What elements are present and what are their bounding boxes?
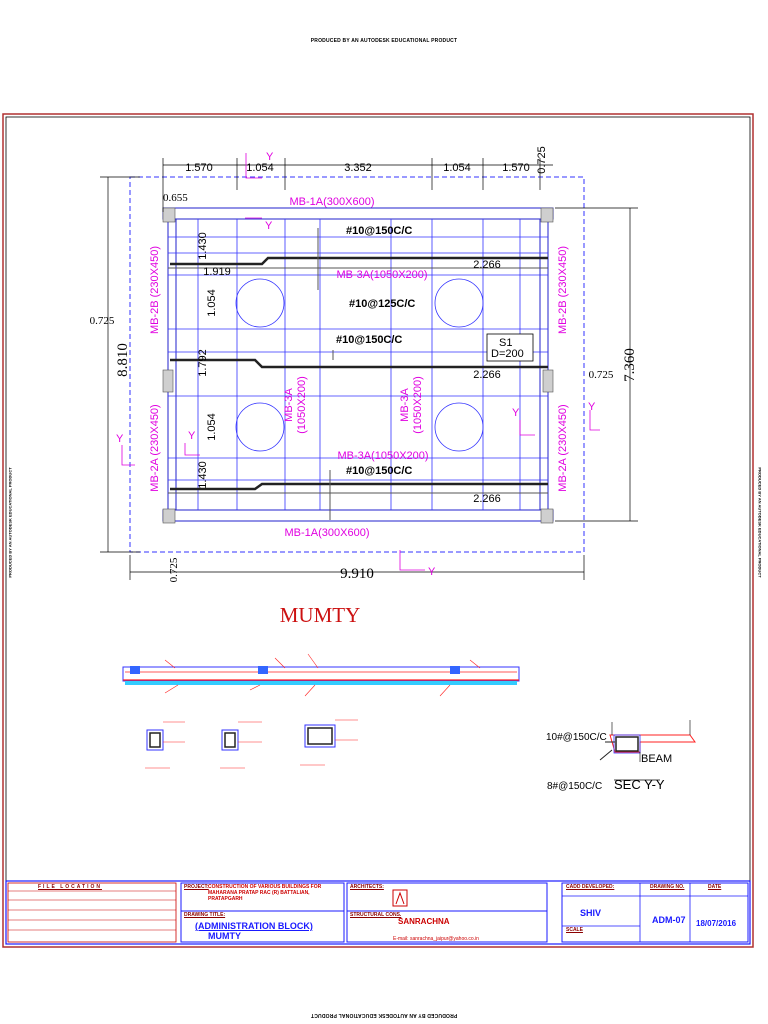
tb-drawing-no: ADM-07 <box>652 915 686 925</box>
label-beam-top: MB-1A(300X600) <box>290 196 375 208</box>
section-title: SEC Y-Y <box>614 777 665 792</box>
y-mark-2: Y <box>265 220 273 232</box>
dim-1792: 1.792 <box>197 349 209 377</box>
dim-0725-left: 0.725 <box>90 315 115 327</box>
dim-1430-top: 1.430 <box>197 232 209 260</box>
dim-0655: 0.655 <box>163 192 188 204</box>
label-rebar-2: #10@125C/C <box>349 298 415 310</box>
label-beam-3a-v1-b: (1050X200) <box>296 376 308 434</box>
dim-top-5: 1.570 <box>502 162 530 174</box>
tb-drawing-title-label: DRAWING TITLE: <box>184 912 226 918</box>
tb-architects-label: ARCHITECTS: <box>350 884 384 890</box>
tb-project-text: CONSTRUCTION OF VARIOUS BUILDINGS FOR MA… <box>208 884 322 902</box>
dim-top-3: 3.352 <box>344 162 372 174</box>
dim-0725-bottom: 0.725 <box>168 557 180 582</box>
slab-outline <box>129 176 585 553</box>
label-beam-3a-top: MB-3A(1050X200) <box>336 269 427 281</box>
slab-tag-s1: S1 <box>499 337 512 349</box>
title-block <box>5 880 751 945</box>
dim-top-2: 1.054 <box>246 162 274 174</box>
dim-2266-b: 2.266 <box>473 369 501 381</box>
label-beam-2a-right: MB-2A (230X450) <box>557 404 569 491</box>
y-mark-3: Y <box>116 433 124 445</box>
y-mark-1: Y <box>266 151 274 163</box>
tb-drawing-title-1: (ADMINISTRATION BLOCK) <box>195 921 313 931</box>
dim-2266-c: 2.266 <box>473 493 501 505</box>
tb-scale-label: SCALE <box>566 927 583 933</box>
tb-date-label: DATE <box>708 884 722 890</box>
y-mark-7: Y <box>428 566 436 578</box>
dim-top-4: 1.054 <box>443 162 471 174</box>
slab-tag-d: D=200 <box>491 348 524 360</box>
tb-structural-label: STRUCTURAL CONS. <box>350 912 402 918</box>
beam-bottom <box>162 509 554 522</box>
tb-drawing-title-2: MUMTY <box>208 931 241 941</box>
dim-total-height: 8.810 <box>115 343 131 377</box>
label-beam-2a-left: MB-2A (230X450) <box>149 404 161 491</box>
tb-structural-email: E-mail: sanrachna_jaipur@yahoo.co.in <box>393 936 479 942</box>
tb-developed-by: SHIV <box>580 908 602 918</box>
sheet-border <box>2 113 754 948</box>
beam-details <box>145 719 358 769</box>
section-yy <box>599 720 696 781</box>
dim-0725-right: 0.725 <box>589 369 614 381</box>
mumty-plan: 1.570 1.054 3.352 1.054 1.570 0.725 0.65… <box>90 146 638 582</box>
dim-2266-a: 2.266 <box>473 259 501 271</box>
label-beam-2b-right: MB-2B (230X450) <box>557 246 569 334</box>
beam-top <box>162 207 554 220</box>
label-beam-3a-v2-b: (1050X200) <box>412 376 424 434</box>
label-beam-3a-bottom: MB-3A(1050X200) <box>337 450 428 462</box>
y-mark-5: Y <box>512 407 520 419</box>
dim-1919: 1.919 <box>203 266 231 278</box>
stamp-top: PRODUCED BY AN AUTODESK EDUCATIONAL PROD… <box>310 38 458 44</box>
tb-developed-label: CADD DEVELOPED: <box>566 884 615 890</box>
dim-total-width: 9.910 <box>340 566 374 582</box>
y-mark-4: Y <box>188 430 196 442</box>
section-beam-label: BEAM <box>641 753 672 765</box>
label-beam-bottom: MB-1A(300X600) <box>285 527 370 539</box>
dim-1054-a: 1.054 <box>206 289 218 317</box>
dim-top-1: 1.570 <box>185 162 213 174</box>
long-section <box>122 653 520 697</box>
label-beam-3a-v2-a: MB-3A <box>399 388 411 422</box>
label-beam-2b-left: MB-2B (230X450) <box>149 246 161 334</box>
y-mark-6: Y <box>588 401 596 413</box>
drawing-title: MUMTY <box>280 603 361 627</box>
tb-project-label: PROJECT: <box>184 884 209 890</box>
slab-tag-box <box>486 333 534 362</box>
label-rebar-4: #10@150C/C <box>346 465 412 477</box>
tb-file-location-label: FILE LOCATION <box>38 884 102 890</box>
section-rebar-bottom: 8#@150C/C <box>547 781 602 792</box>
sheet-inner-border <box>5 116 751 945</box>
tb-drawing-no-label: DRAWING NO. <box>650 884 685 890</box>
label-beam-3a-v1-a: MB-3A <box>283 388 295 422</box>
dim-1054-b: 1.054 <box>206 413 218 441</box>
tb-date: 18/07/2016 <box>696 919 737 928</box>
dim-inner-height: 7.360 <box>622 348 638 382</box>
label-rebar-1: #10@150C/C <box>346 225 412 237</box>
dim-1430-bottom: 1.430 <box>197 461 209 489</box>
label-rebar-3: #10@150C/C <box>336 334 402 346</box>
dim-top-6: 0.725 <box>536 146 548 174</box>
section-rebar-top: 10#@150C/C <box>546 732 607 743</box>
tb-structural-firm: SANRACHNA <box>398 917 450 926</box>
